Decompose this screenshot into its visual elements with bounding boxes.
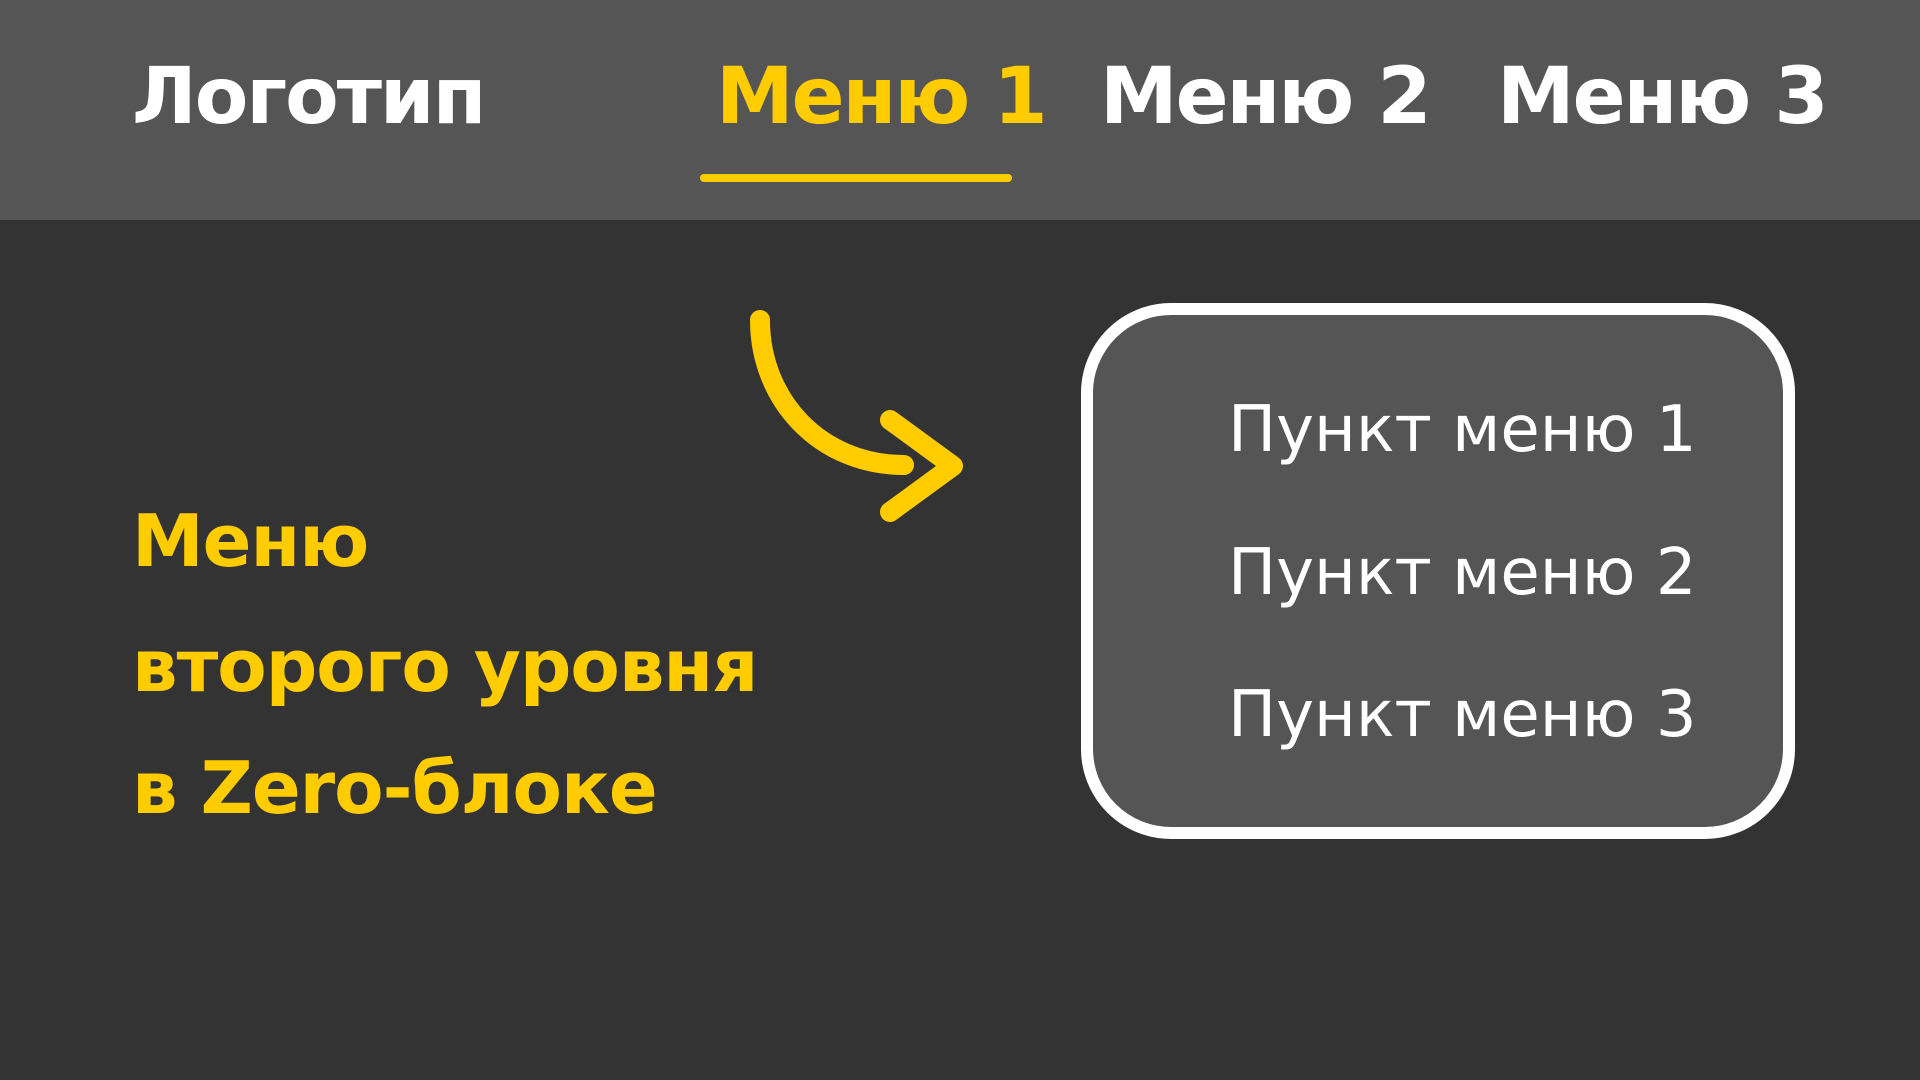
caption-line-2: второго уровня bbox=[132, 624, 758, 708]
nav-menu-2[interactable]: Меню 2 bbox=[1100, 52, 1432, 142]
submenu-item-2[interactable]: Пункт меню 2 bbox=[1228, 536, 1697, 610]
logo[interactable]: Логотип bbox=[132, 52, 486, 142]
submenu-item-3[interactable]: Пункт меню 3 bbox=[1228, 678, 1697, 752]
nav-menu-1[interactable]: Меню 1 bbox=[716, 52, 1048, 142]
submenu-panel bbox=[1081, 303, 1795, 839]
submenu-item-1[interactable]: Пункт меню 1 bbox=[1228, 393, 1697, 467]
active-menu-underline bbox=[700, 174, 1012, 182]
nav-menu-3[interactable]: Меню 3 bbox=[1497, 52, 1829, 142]
caption-line-1: Меню bbox=[132, 499, 369, 583]
caption-line-3: в Zero-блоке bbox=[132, 746, 658, 830]
header-bar: Логотип Меню 1 Меню 2 Меню 3 bbox=[0, 0, 1920, 220]
